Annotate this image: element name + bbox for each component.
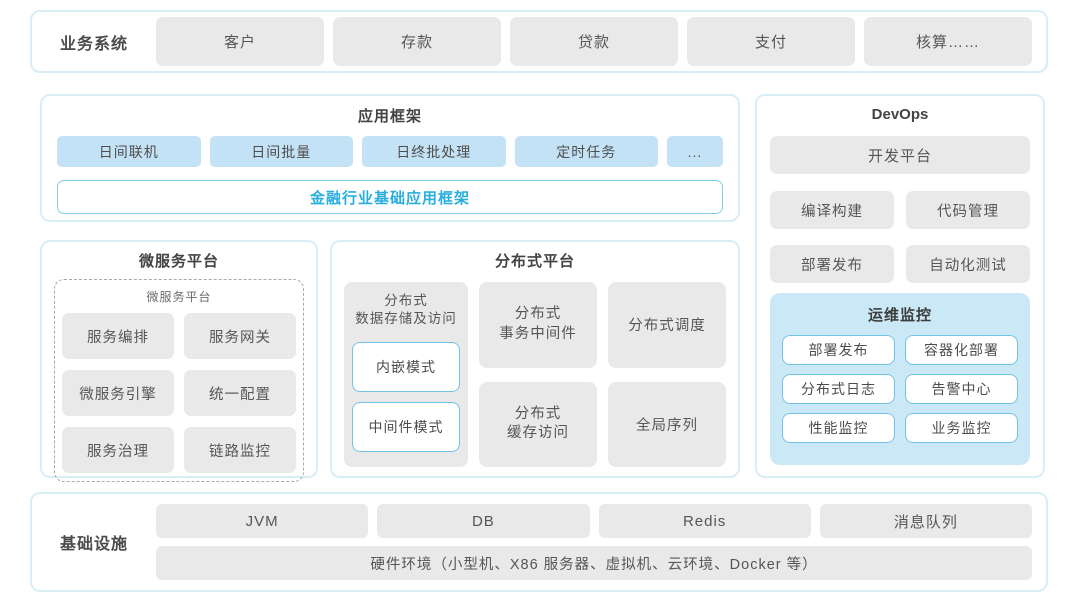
- infrastructure-row: JVM DB Redis 消息队列: [156, 504, 1032, 538]
- distributed-col-3: 分布式调度 全局序列: [608, 282, 726, 467]
- business-systems-label: 业务系统: [59, 35, 128, 53]
- tool-automated-testing: 自动化测试: [906, 245, 1030, 283]
- business-item-accounting: 核算……: [864, 17, 1032, 66]
- app-framework-panel: 应用框架 日间联机 日间批量 日终批处理 定时任务 ... 金融行业基础应用框架: [40, 94, 740, 222]
- module-daytime-online: 日间联机: [57, 136, 201, 167]
- module-scheduled-tasks: 定时任务: [514, 136, 658, 167]
- infrastructure-content: JVM DB Redis 消息队列 硬件环境（小型机、X86 服务器、虚拟机、云…: [156, 504, 1032, 580]
- business-item-customer: 客户: [156, 17, 324, 66]
- infra-jvm: JVM: [156, 504, 369, 538]
- business-item-deposit: 存款: [333, 17, 501, 66]
- ops-monitor-grid: 部署发布 容器化部署 分布式日志 告警中心 性能监控 业务监控: [782, 335, 1018, 443]
- micro-trace-monitor: 链路监控: [184, 427, 296, 473]
- microservice-title: 微服务平台: [138, 253, 219, 270]
- business-item-loan: 贷款: [510, 17, 678, 66]
- distributed-grid: 分布式 数据存储及访问 内嵌模式 中间件模式 分布式 事务中间件 分布式 缓存访…: [344, 282, 726, 467]
- microservice-grid: 服务编排 服务网关 微服务引擎 统一配置 服务治理 链路监控: [62, 313, 296, 473]
- app-framework-title: 应用框架: [357, 108, 422, 125]
- tool-compile-build: 编译构建: [770, 191, 894, 229]
- monitor-container-deploy: 容器化部署: [905, 335, 1018, 365]
- distributed-col-2: 分布式 事务中间件 分布式 缓存访问: [479, 282, 597, 467]
- devops-panel: DevOps 开发平台 编译构建 代码管理 部署发布 自动化测试 运维监控 部署…: [755, 94, 1045, 478]
- microservice-inner-box: 微服务平台 服务编排 服务网关 微服务引擎 统一配置 服务治理 链路监控: [54, 279, 304, 482]
- distributed-storage-title: 分布式 数据存储及访问: [355, 293, 457, 327]
- distributed-cache-access: 分布式 缓存访问: [479, 381, 597, 467]
- module-daytime-batch: 日间批量: [209, 136, 353, 167]
- infra-redis: Redis: [598, 504, 811, 538]
- global-sequence: 全局序列: [608, 381, 726, 467]
- dev-platform-box: 开发平台: [770, 136, 1030, 174]
- micro-service-orchestration: 服务编排: [62, 313, 174, 359]
- micro-service-engine: 微服务引擎: [62, 370, 174, 416]
- infrastructure-label: 基础设施: [59, 536, 128, 553]
- business-item-payment: 支付: [687, 17, 855, 66]
- business-items-row: 客户 存款 贷款 支付 核算……: [156, 17, 1032, 66]
- distributed-transaction-middleware: 分布式 事务中间件: [479, 282, 597, 368]
- module-eod-batch: 日终批处理: [362, 136, 506, 167]
- microservice-inner-title: 微服务平台: [146, 290, 212, 304]
- storage-embedded-mode: 内嵌模式: [352, 342, 460, 393]
- business-systems-panel: 业务系统 客户 存款 贷款 支付 核算……: [30, 10, 1048, 73]
- distributed-storage-group: 分布式 数据存储及访问 内嵌模式 中间件模式: [344, 282, 468, 467]
- micro-unified-config: 统一配置: [184, 370, 296, 416]
- monitor-business: 业务监控: [905, 413, 1018, 443]
- infra-message-queue: 消息队列: [819, 504, 1032, 538]
- hardware-environment-bar: 硬件环境（小型机、X86 服务器、虚拟机、云环境、Docker 等）: [156, 546, 1032, 580]
- distributed-panel: 分布式平台 分布式 数据存储及访问 内嵌模式 中间件模式 分布式 事务中间件 分…: [330, 240, 740, 478]
- monitor-distributed-log: 分布式日志: [782, 374, 895, 404]
- devops-title: DevOps: [871, 106, 929, 123]
- micro-service-governance: 服务治理: [62, 427, 174, 473]
- storage-middleware-mode: 中间件模式: [352, 402, 460, 453]
- devops-tools-grid: 编译构建 代码管理 部署发布 自动化测试: [770, 191, 1030, 283]
- monitor-performance: 性能监控: [782, 413, 895, 443]
- finance-base-framework-bar: 金融行业基础应用框架: [57, 180, 723, 214]
- ops-monitor-panel: 运维监控 部署发布 容器化部署 分布式日志 告警中心 性能监控 业务监控: [770, 293, 1030, 465]
- micro-service-gateway: 服务网关: [184, 313, 296, 359]
- tool-deploy-release: 部署发布: [770, 245, 894, 283]
- distributed-scheduling: 分布式调度: [608, 282, 726, 368]
- monitor-deploy-release: 部署发布: [782, 335, 895, 365]
- monitor-alert-center: 告警中心: [905, 374, 1018, 404]
- infrastructure-panel: 基础设施 JVM DB Redis 消息队列 硬件环境（小型机、X86 服务器、…: [30, 492, 1048, 592]
- microservice-panel: 微服务平台 微服务平台 服务编排 服务网关 微服务引擎 统一配置 服务治理 链路…: [40, 240, 318, 482]
- infra-db: DB: [377, 504, 590, 538]
- distributed-title: 分布式平台: [494, 253, 575, 270]
- tool-code-management: 代码管理: [906, 191, 1030, 229]
- ops-monitor-title: 运维监控: [867, 307, 932, 324]
- app-framework-modules-row: 日间联机 日间批量 日终批处理 定时任务 ...: [57, 136, 723, 167]
- module-ellipsis: ...: [667, 136, 723, 167]
